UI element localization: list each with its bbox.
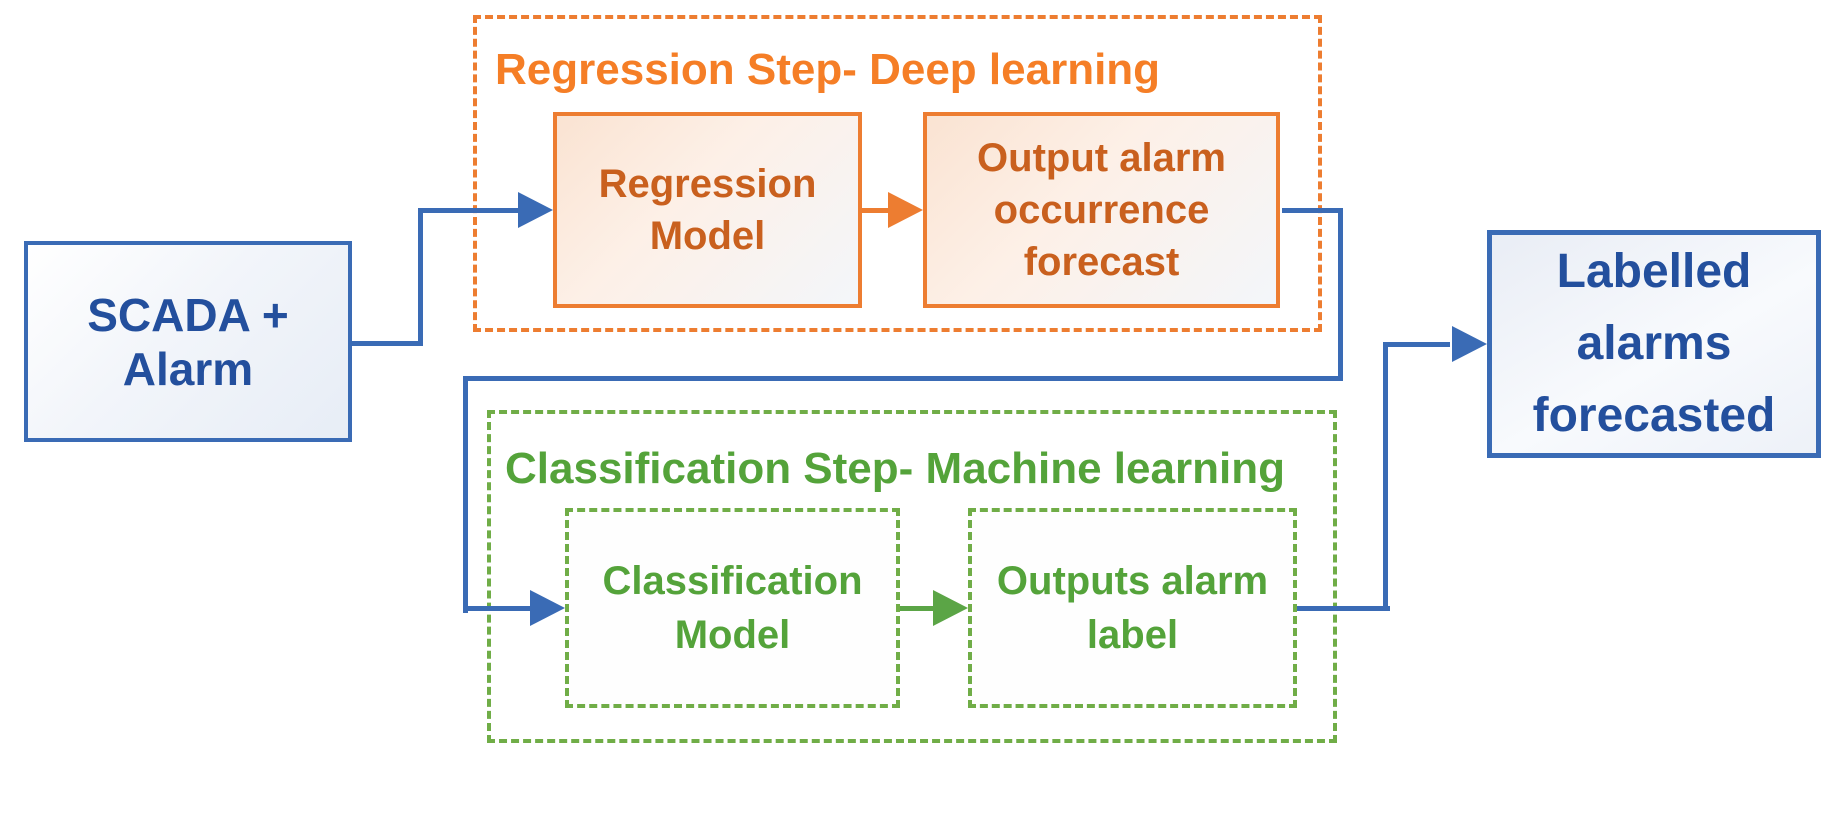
classification-step-title: Classification Step- Machine learning — [505, 444, 1285, 493]
connector-forecast-to-classification-segment-4 — [463, 376, 468, 613]
connector-scada-to-regression-segment-3 — [418, 208, 520, 213]
arrowhead-into-result-box-icon — [1452, 326, 1487, 362]
arrowhead-into-classification-model-icon — [530, 590, 565, 626]
regression-step-group: Regression Step- Deep learning — [473, 15, 1322, 332]
classification-step-group: Classification Step- Machine learning — [487, 410, 1337, 743]
arrowhead-into-outputs-box-icon — [933, 590, 968, 626]
outputs-alarm-label-box: Outputs alarm label — [968, 508, 1297, 708]
regression-step-title: Regression Step- Deep learning — [495, 45, 1161, 94]
arrowhead-into-regression-model-icon — [518, 192, 553, 228]
labelled-alarms-forecasted-label: Labelled alarms forecasted — [1532, 245, 1776, 442]
connector-outputs-to-result-segment-2 — [1383, 342, 1388, 611]
connector-classification-to-outputs-segment — [900, 606, 938, 611]
regression-model-label: Regression Model — [598, 162, 817, 258]
labelled-alarms-forecasted-box: Labelled alarms forecasted — [1487, 230, 1821, 458]
outputs-alarm-label-text: Outputs alarm label — [996, 559, 1269, 657]
connector-scada-to-regression-segment-1 — [352, 341, 423, 346]
arrowhead-into-forecast-box-icon — [888, 192, 923, 228]
regression-model-box: Regression Model — [553, 112, 862, 308]
scada-alarm-box: SCADA + Alarm — [24, 241, 352, 442]
scada-alarm-label: SCADA + Alarm — [87, 288, 289, 395]
output-alarm-forecast-box: Output alarm occurrence forecast — [923, 112, 1280, 308]
connector-regression-to-forecast-segment — [862, 208, 893, 213]
connector-forecast-to-classification-segment-3 — [463, 376, 1343, 381]
classification-model-label: Classification Model — [602, 559, 863, 657]
connector-outputs-to-result-segment-3 — [1383, 342, 1450, 347]
connector-forecast-to-classification-segment-2 — [1338, 208, 1343, 381]
connector-outputs-to-result-segment-1 — [1297, 606, 1390, 611]
connector-scada-to-regression-segment-2 — [418, 208, 423, 346]
output-alarm-forecast-label: Output alarm occurrence forecast — [977, 136, 1226, 284]
connector-forecast-to-classification-segment-5 — [463, 606, 530, 611]
connector-forecast-to-classification-segment-1 — [1282, 208, 1343, 213]
classification-model-box: Classification Model — [565, 508, 900, 708]
